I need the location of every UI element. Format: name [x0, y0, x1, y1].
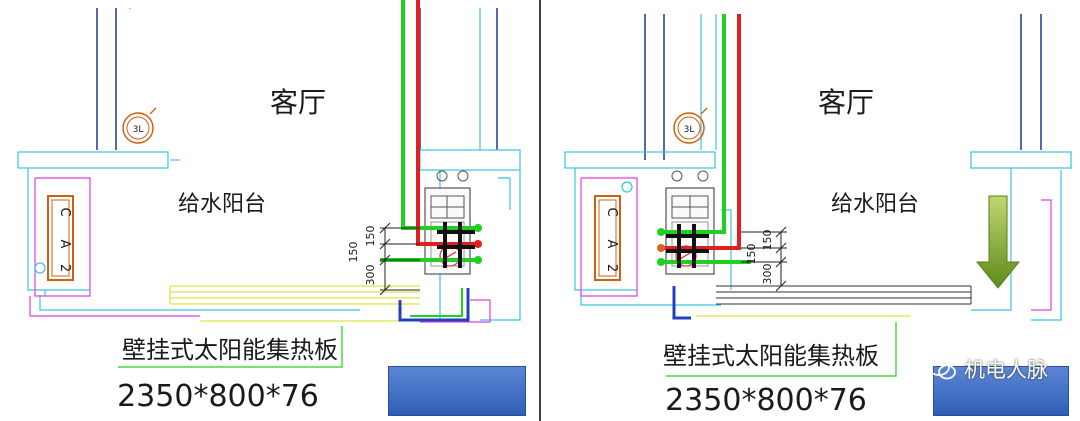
magenta-outline: [29, 177, 491, 323]
pipe-node: [657, 244, 665, 252]
blue-highlight-box: [388, 366, 526, 416]
panel-divider: [539, 0, 541, 421]
cabinet-letter-a: A: [604, 240, 619, 249]
blue-pipe: [672, 286, 691, 320]
equipment-cabinet: C A 2: [594, 195, 621, 281]
pipe-node: [657, 258, 665, 266]
collector-lines: [169, 285, 420, 322]
cabinet-letter-a: A: [57, 240, 72, 249]
water-heater-unit: [665, 170, 715, 275]
valve-label: 3L: [133, 125, 144, 135]
valve-symbol: 3L: [673, 107, 708, 144]
drain-circle: [621, 181, 633, 193]
left-drawing-panel: C A 2 3L: [17, 0, 526, 416]
blue-highlight-box: [933, 366, 1069, 416]
dim-label-top: 150: [364, 226, 377, 247]
label-leader: [666, 322, 897, 377]
equipment-cabinet: C A 2: [47, 195, 74, 281]
valve-symbol: 3L: [122, 107, 157, 144]
collector-lines: [716, 285, 972, 305]
pipe-risers: [661, 14, 751, 264]
drain-circle: [34, 262, 46, 274]
watermark: 机电人脉: [928, 354, 1048, 384]
room-label-living: 客厅: [818, 86, 874, 119]
cabinet-letter-2: 2: [57, 264, 72, 272]
cabinet-letter-c: C: [57, 207, 72, 216]
label-leader: [118, 326, 343, 368]
pipe-clamps: [666, 224, 709, 268]
panel-label: 壁挂式太阳能集热板: [122, 336, 338, 364]
dim-label-mid: 150: [347, 242, 360, 263]
right-floorplan: C A 2 3L: [564, 14, 1072, 418]
panel-size: 2350*800*76: [117, 379, 319, 414]
wechat-icon: [928, 358, 956, 380]
pipe-node: [474, 240, 482, 248]
dimension-lines: [379, 222, 420, 296]
blue-pipe: [398, 288, 470, 322]
pipe-clamps: [437, 222, 475, 268]
valve-label: 3L: [684, 125, 695, 135]
left-floorplan: C A 2 3L: [17, 0, 521, 414]
wall-lines: [644, 14, 1042, 160]
panel-size: 2350*800*76: [665, 383, 867, 418]
dim-label-mid: 150: [745, 244, 758, 265]
down-arrow-icon: [975, 195, 1021, 289]
pipe-node: [474, 256, 482, 264]
magenta-outline: [580, 177, 1052, 311]
pipe-node: [657, 228, 665, 236]
dim-label-bottom: 300: [364, 265, 377, 286]
dim-label-top: 150: [761, 230, 774, 251]
room-label-balcony: 给水阳台: [831, 192, 919, 217]
dimension-lines: [741, 226, 787, 292]
cabinet-letter-c: C: [604, 207, 619, 216]
green-return-pipe: [410, 288, 463, 317]
room-label-balcony: 给水阳台: [178, 192, 266, 217]
cabinet-letter-2: 2: [604, 264, 619, 272]
wall-lines: [96, 8, 498, 150]
pipe-node: [474, 224, 482, 232]
right-drawing-panel: C A 2 3L: [541, 0, 1080, 421]
panel-label: 壁挂式太阳能集热板: [663, 342, 879, 370]
watermark-text: 机电人脉: [964, 358, 1048, 382]
room-label-living: 客厅: [270, 86, 326, 119]
dim-label-bottom: 300: [761, 264, 774, 285]
